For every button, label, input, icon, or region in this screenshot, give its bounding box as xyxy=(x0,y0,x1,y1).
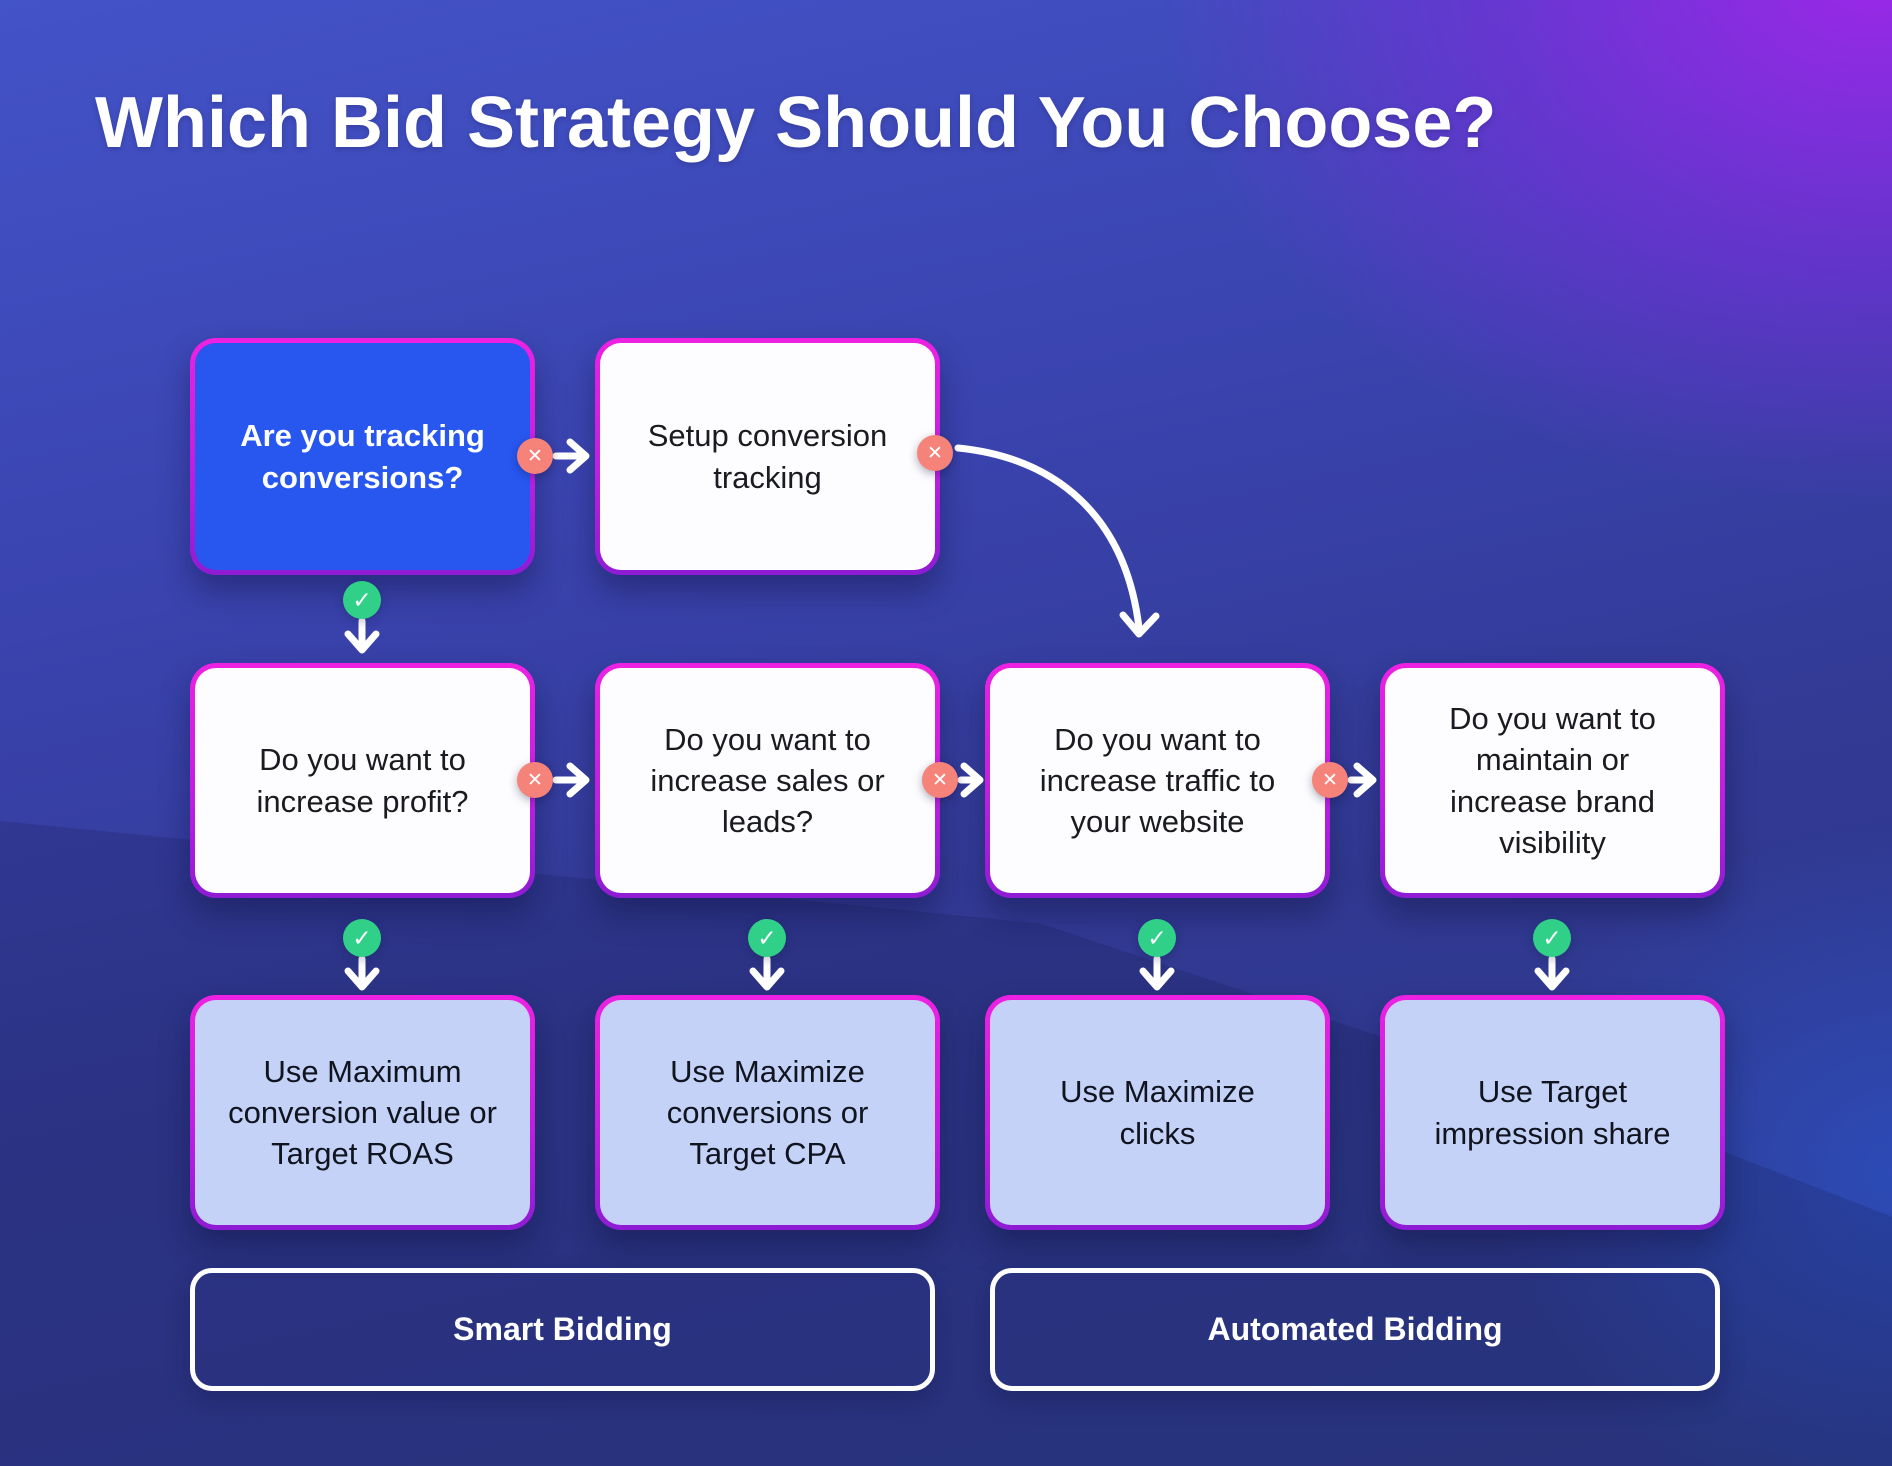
flow-box-label: Use Maximum conversion value or Target R… xyxy=(195,1000,530,1225)
flow-box-label: Do you want to increase traffic to your … xyxy=(990,668,1325,893)
x-icon: ✕ xyxy=(517,438,553,474)
check-glyph: ✓ xyxy=(1147,924,1167,951)
check-glyph: ✓ xyxy=(1542,924,1562,951)
check-glyph: ✓ xyxy=(757,924,777,951)
flow-box-label: Use Target impression share xyxy=(1385,1000,1720,1225)
flow-box-target-impression-share: Use Target impression share xyxy=(1380,995,1725,1230)
flow-box-setup-tracking: Setup conversion tracking xyxy=(595,338,940,575)
curved-arrow-icon xyxy=(954,444,1160,638)
page-title: Which Bid Strategy Should You Choose? xyxy=(95,83,1497,163)
automated-bidding-group: Automated Bidding xyxy=(990,1268,1720,1391)
flow-box-increase-sales: Do you want to increase sales or leads? xyxy=(595,663,940,898)
check-icon: ✓ xyxy=(1138,919,1176,957)
x-icon: ✕ xyxy=(1312,762,1348,798)
x-icon: ✕ xyxy=(517,762,553,798)
flow-box-label: Do you want to increase profit? xyxy=(195,668,530,893)
automated-bidding-label: Automated Bidding xyxy=(1207,1311,1503,1347)
flow-box-increase-traffic: Do you want to increase traffic to your … xyxy=(985,663,1330,898)
flow-box-label: Are you tracking conversions? xyxy=(195,343,530,570)
x-icon: ✕ xyxy=(922,762,958,798)
check-icon: ✓ xyxy=(343,919,381,957)
check-icon: ✓ xyxy=(748,919,786,957)
flow-box-increase-profit: Do you want to increase profit? xyxy=(190,663,535,898)
flow-box-label: Do you want to maintain or increase bran… xyxy=(1385,668,1720,893)
flow-box-label: Use Maximize conversions or Target CPA xyxy=(600,1000,935,1225)
flow-box-label: Use Maximize clicks xyxy=(990,1000,1325,1225)
x-glyph: ✕ xyxy=(927,442,943,464)
x-glyph: ✕ xyxy=(527,445,543,467)
flow-box-maximize-clicks: Use Maximize clicks xyxy=(985,995,1330,1230)
check-glyph: ✓ xyxy=(352,924,372,951)
x-glyph: ✕ xyxy=(1322,769,1338,791)
x-glyph: ✕ xyxy=(932,769,948,791)
flow-box-max-conversion-value: Use Maximum conversion value or Target R… xyxy=(190,995,535,1230)
flow-box-maximize-conversions: Use Maximize conversions or Target CPA xyxy=(595,995,940,1230)
check-glyph: ✓ xyxy=(352,586,372,613)
flow-box-label: Do you want to increase sales or leads? xyxy=(600,668,935,893)
check-icon: ✓ xyxy=(343,581,381,619)
flow-box-label: Setup conversion tracking xyxy=(600,343,935,570)
x-icon: ✕ xyxy=(917,435,953,471)
check-icon: ✓ xyxy=(1533,919,1571,957)
x-glyph: ✕ xyxy=(527,769,543,791)
flow-box-brand-visibility: Do you want to maintain or increase bran… xyxy=(1380,663,1725,898)
smart-bidding-group: Smart Bidding xyxy=(190,1268,935,1391)
flow-box-tracking-question: Are you tracking conversions? xyxy=(190,338,535,575)
smart-bidding-label: Smart Bidding xyxy=(453,1311,672,1347)
